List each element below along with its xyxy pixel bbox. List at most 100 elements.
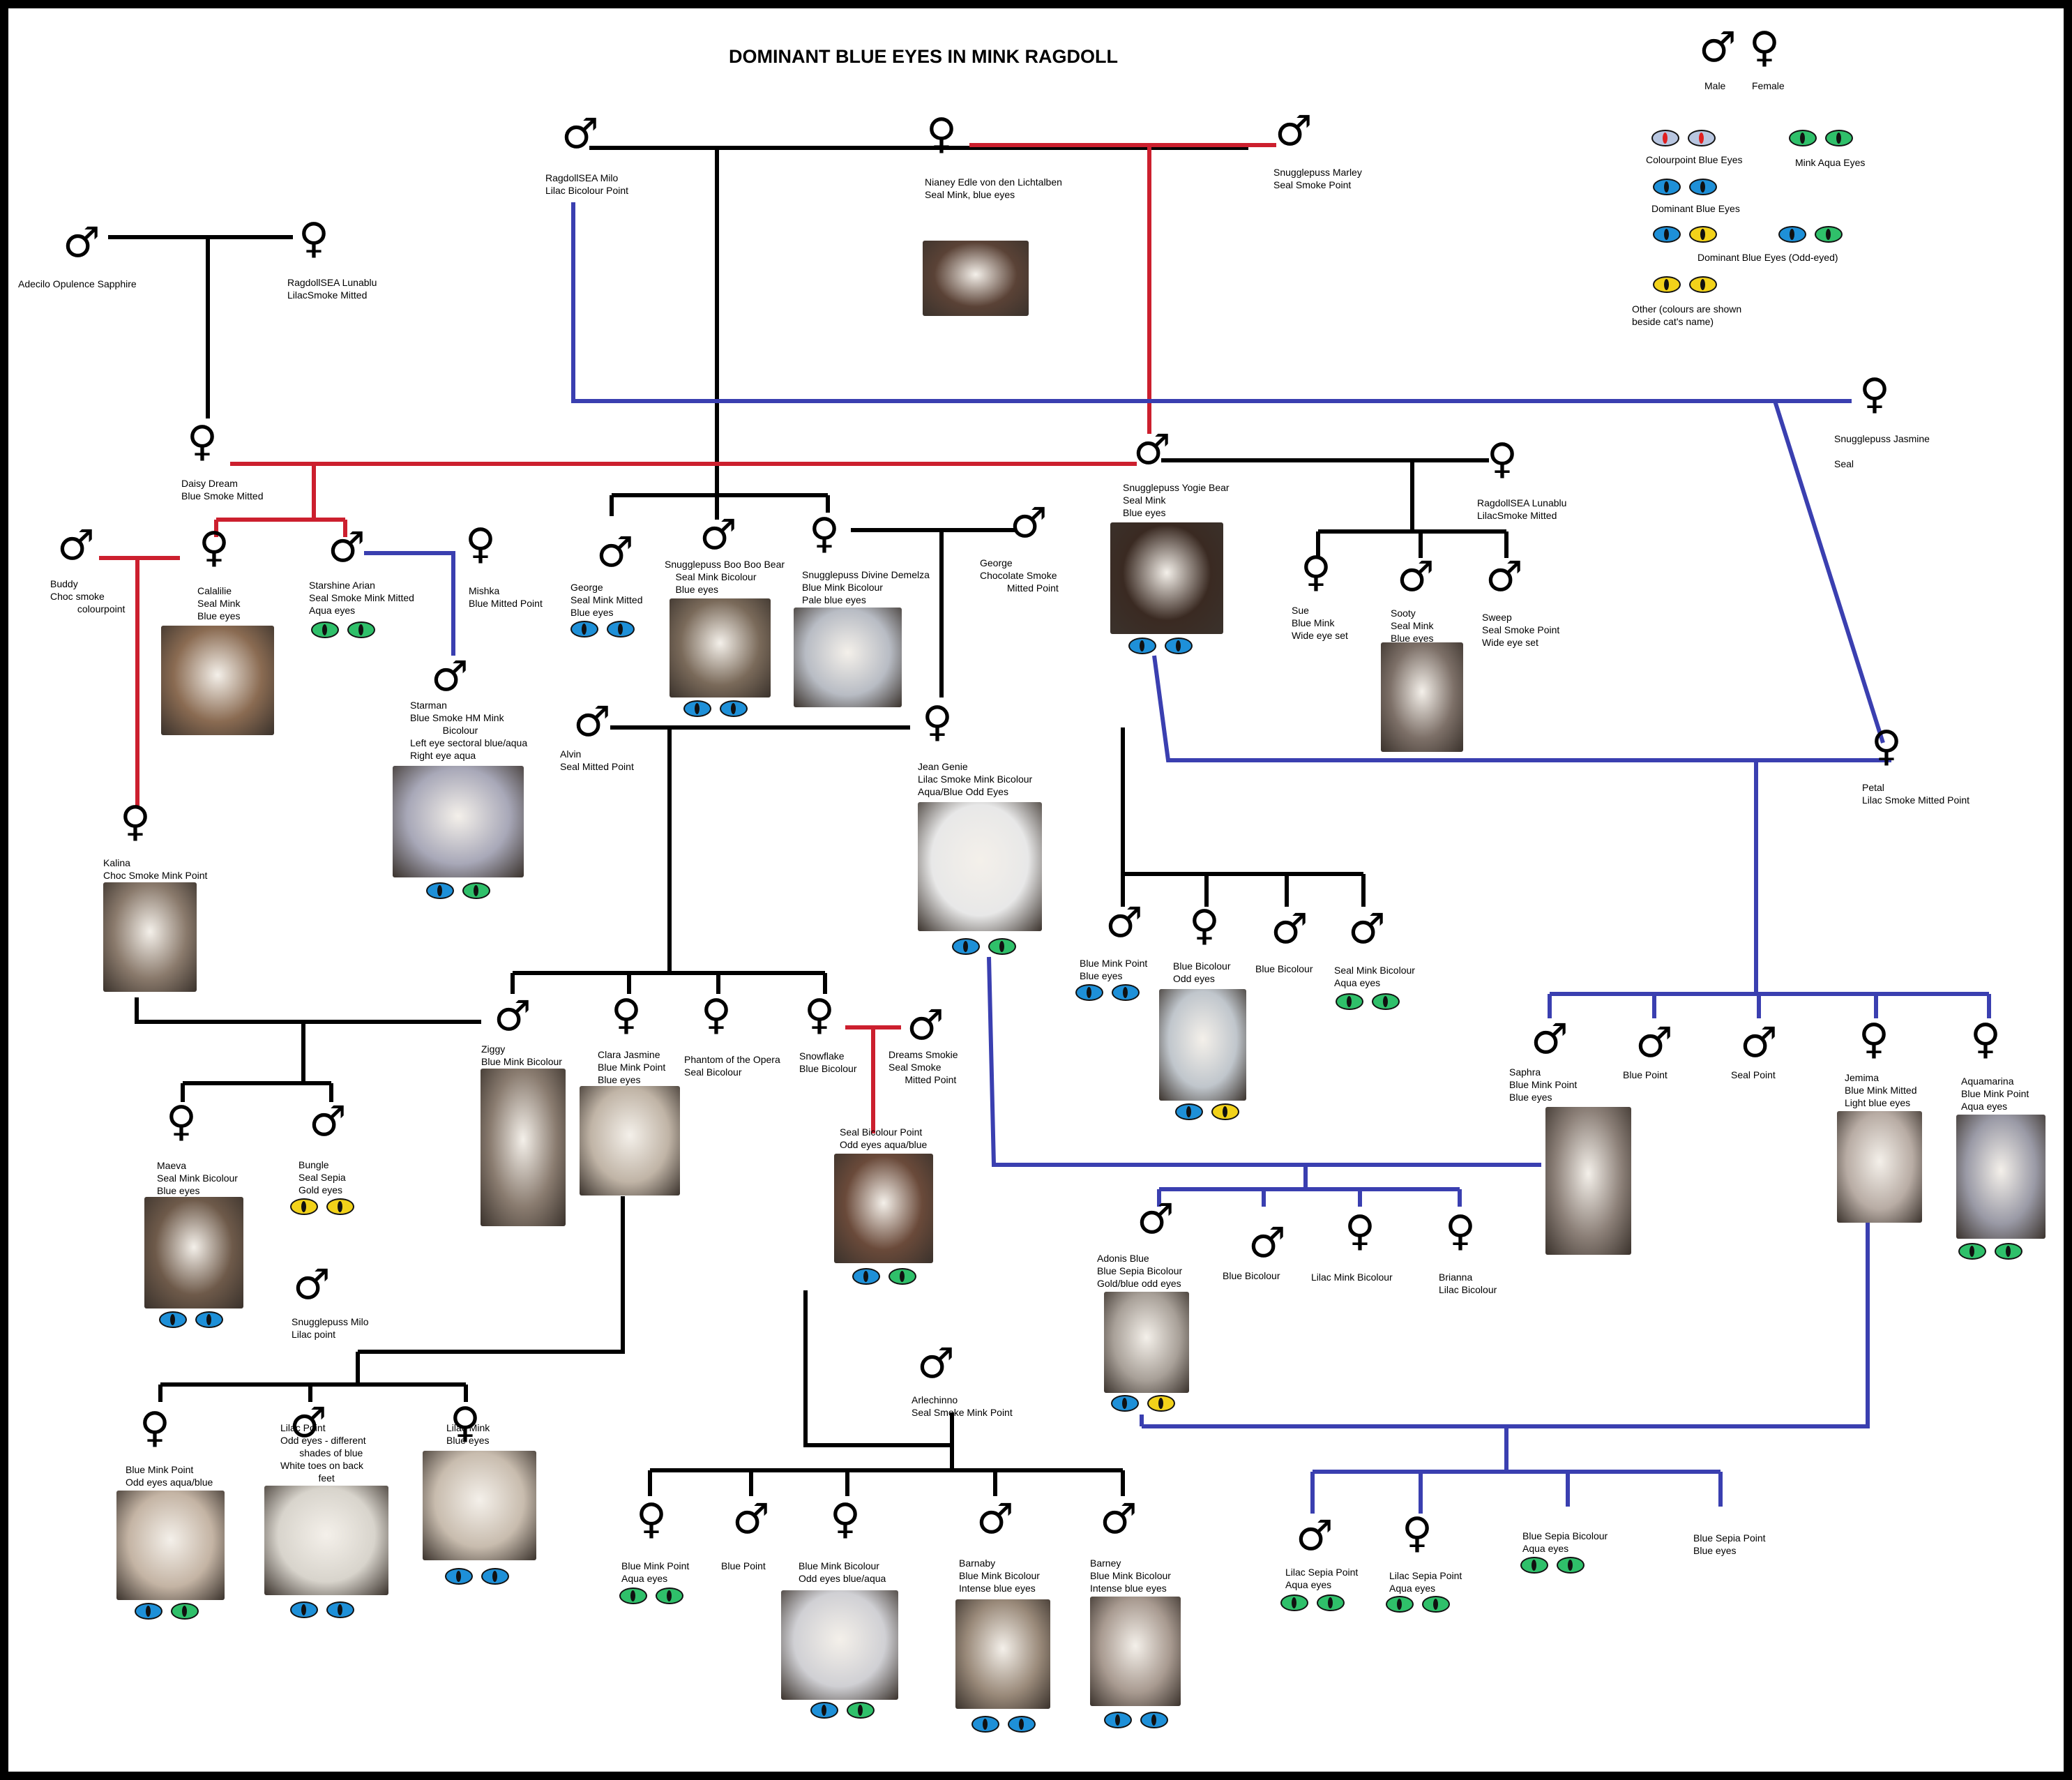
male-icon: ♂ bbox=[976, 1495, 1014, 1544]
cat-label-clara: Clara Jasmine Blue Mink Point Blue eyes bbox=[598, 1049, 666, 1085]
cat-photo bbox=[1090, 1597, 1181, 1706]
female-icon: ♀ bbox=[1859, 1015, 1889, 1064]
male-icon: ♂ bbox=[732, 1495, 770, 1544]
cat-photo bbox=[393, 766, 524, 877]
eye-icon bbox=[462, 882, 490, 899]
male-icon: ♂ bbox=[596, 528, 634, 577]
male-icon: ♂ bbox=[1100, 1495, 1137, 1544]
female-icon: ♀ bbox=[1871, 722, 1902, 771]
cat-label-lm: Lilac Mink Blue eyes bbox=[446, 1422, 490, 1446]
female-icon: ♀ bbox=[1345, 1207, 1375, 1255]
eye-icon bbox=[607, 621, 635, 638]
male-icon: ♂ bbox=[494, 992, 531, 1041]
eye-icon bbox=[1075, 984, 1103, 1001]
female-icon: ♀ bbox=[636, 1495, 667, 1544]
cat-label-george1: George Seal Mink Mitted Blue eyes bbox=[570, 582, 643, 618]
male-icon: ♂ bbox=[1348, 905, 1386, 953]
eye-icon bbox=[971, 1716, 999, 1733]
eye-icon bbox=[847, 1702, 875, 1719]
legend-male-label: Male bbox=[1704, 80, 1726, 91]
cat-photo bbox=[918, 802, 1042, 931]
female-icon: ♀ bbox=[1445, 1207, 1476, 1255]
cat-label-barnaby: Barnaby Blue Mink Bicolour Intense blue … bbox=[959, 1558, 1040, 1594]
eye-icon bbox=[1336, 993, 1363, 1010]
male-icon: ♂ bbox=[431, 652, 469, 701]
eye-icon bbox=[1128, 638, 1156, 654]
male-icon: ♂ bbox=[561, 110, 599, 158]
cat-label-aquamarina: Aquamarina Blue Mink Point Aqua eyes bbox=[1961, 1076, 2029, 1112]
eye-icon bbox=[570, 621, 598, 638]
cat-label-sweep: Sweep Seal Smoke Point Wide eye set bbox=[1482, 612, 1560, 648]
eye-colour-icon bbox=[290, 1601, 354, 1618]
eye-colour-icon bbox=[810, 1702, 875, 1719]
male-icon: ♂ bbox=[1105, 898, 1143, 947]
cat-label-arlechinno: Arlechinno Seal Smoke Mink Point bbox=[912, 1394, 1013, 1418]
eye-colour-icon bbox=[311, 621, 375, 638]
eye-colour-icon bbox=[1175, 1103, 1239, 1120]
cat-label-calalilie: Calalilie Seal Mink Blue eyes bbox=[197, 585, 241, 621]
cat-photo bbox=[264, 1486, 388, 1595]
eye-icon bbox=[952, 938, 980, 955]
male-icon: ♂ bbox=[907, 1001, 944, 1050]
female-icon: ♀ bbox=[926, 110, 957, 158]
cat-label-jemima: Jemima Blue Mink Mitted Light blue eyes bbox=[1845, 1072, 1917, 1108]
eye-colour-icon bbox=[445, 1568, 509, 1585]
eye-colour-icon bbox=[570, 621, 635, 638]
eye-icon bbox=[326, 1198, 354, 1215]
eye-icon bbox=[1112, 984, 1140, 1001]
cat-label-booboo: Snugglepuss Boo Boo Bear Seal Mink Bicol… bbox=[665, 559, 785, 595]
cat-photo bbox=[423, 1451, 536, 1560]
cat-label-bmp-aqua: Blue Mink Point Aqua eyes bbox=[621, 1560, 690, 1584]
cat-label-lsp2: Lilac Sepia Point Aqua eyes bbox=[1389, 1570, 1462, 1594]
female-icon: ♀ bbox=[187, 417, 218, 466]
eye-colour-icon bbox=[159, 1311, 223, 1328]
cat-photo bbox=[1159, 989, 1246, 1101]
eye-colour-icon bbox=[1075, 984, 1140, 1001]
eye-colour-icon bbox=[619, 1587, 683, 1604]
eye-icon bbox=[290, 1601, 318, 1618]
male-icon: ♂ bbox=[1133, 425, 1171, 474]
legend-mink-aqua-label: Mink Aqua Eyes bbox=[1795, 157, 1866, 168]
male-icon: ♂ bbox=[1271, 905, 1308, 953]
eye-colour-icon bbox=[971, 1716, 1036, 1733]
eye-colour-icon bbox=[1336, 993, 1400, 1010]
cat-label-jean: Jean Genie Lilac Smoke Mink Bicolour Aqu… bbox=[918, 761, 1033, 797]
cat-photo bbox=[144, 1197, 243, 1308]
dominant-blue-eyes-icon bbox=[1653, 179, 1717, 195]
eye-icon bbox=[988, 938, 1016, 955]
male-icon: ♂ bbox=[328, 523, 365, 572]
male-icon: ♂ bbox=[1740, 1018, 1778, 1067]
odd-eye-pair-2-icon bbox=[1778, 226, 1843, 243]
connector-line bbox=[358, 1196, 625, 1354]
cat-label-sue: Sue Blue Mink Wide eye set bbox=[1292, 605, 1348, 641]
cat-label-bungle: Bungle Seal Sepia Gold eyes bbox=[298, 1159, 346, 1196]
eye-colour-icon bbox=[426, 882, 490, 899]
eye-colour-icon bbox=[1386, 1596, 1450, 1613]
connector-line bbox=[987, 956, 1541, 1167]
eye-icon bbox=[445, 1568, 473, 1585]
eye-colour-icon bbox=[135, 1603, 199, 1620]
cat-label-sbp-odd: Seal Bicolour Point Odd eyes aqua/blue bbox=[840, 1126, 928, 1150]
eye-icon bbox=[1147, 1395, 1175, 1412]
female-icon: ♀ bbox=[611, 990, 642, 1039]
red-lines bbox=[99, 143, 1276, 1133]
eye-colour-icon bbox=[852, 1268, 916, 1285]
cat-photo bbox=[670, 598, 771, 697]
cat-label-lsp1: Lilac Sepia Point Aqua eyes bbox=[1285, 1567, 1359, 1590]
cat-label-starman: Starman Blue Smoke HM Mink Bicolour Left… bbox=[410, 700, 528, 761]
cat-photo bbox=[116, 1491, 225, 1600]
cat-photo bbox=[1956, 1115, 2045, 1239]
eye-icon bbox=[159, 1311, 187, 1328]
legend-other-label: Other (colours are shown beside cat's na… bbox=[1632, 303, 1742, 327]
eye-colour-icon bbox=[1104, 1712, 1168, 1728]
eye-icon bbox=[135, 1603, 162, 1620]
cat-label-milo-sea: RagdollSEA Milo Lilac Bicolour Point bbox=[545, 172, 629, 196]
female-icon: ♀ bbox=[1301, 548, 1331, 596]
eye-icon bbox=[1995, 1243, 2022, 1260]
cat-photo bbox=[834, 1154, 933, 1263]
cat-label-ziggy: Ziggy Blue Mink Bicolour bbox=[481, 1043, 562, 1067]
cat-label-jasmine: Snugglepuss Jasmine Seal bbox=[1834, 433, 1930, 469]
cat-label-smb-aqua: Seal Mink Bicolour Aqua eyes bbox=[1334, 965, 1415, 988]
cat-label-bsb: Blue Sepia Bicolour Aqua eyes bbox=[1522, 1530, 1608, 1554]
eye-colour-icon bbox=[1520, 1557, 1585, 1574]
